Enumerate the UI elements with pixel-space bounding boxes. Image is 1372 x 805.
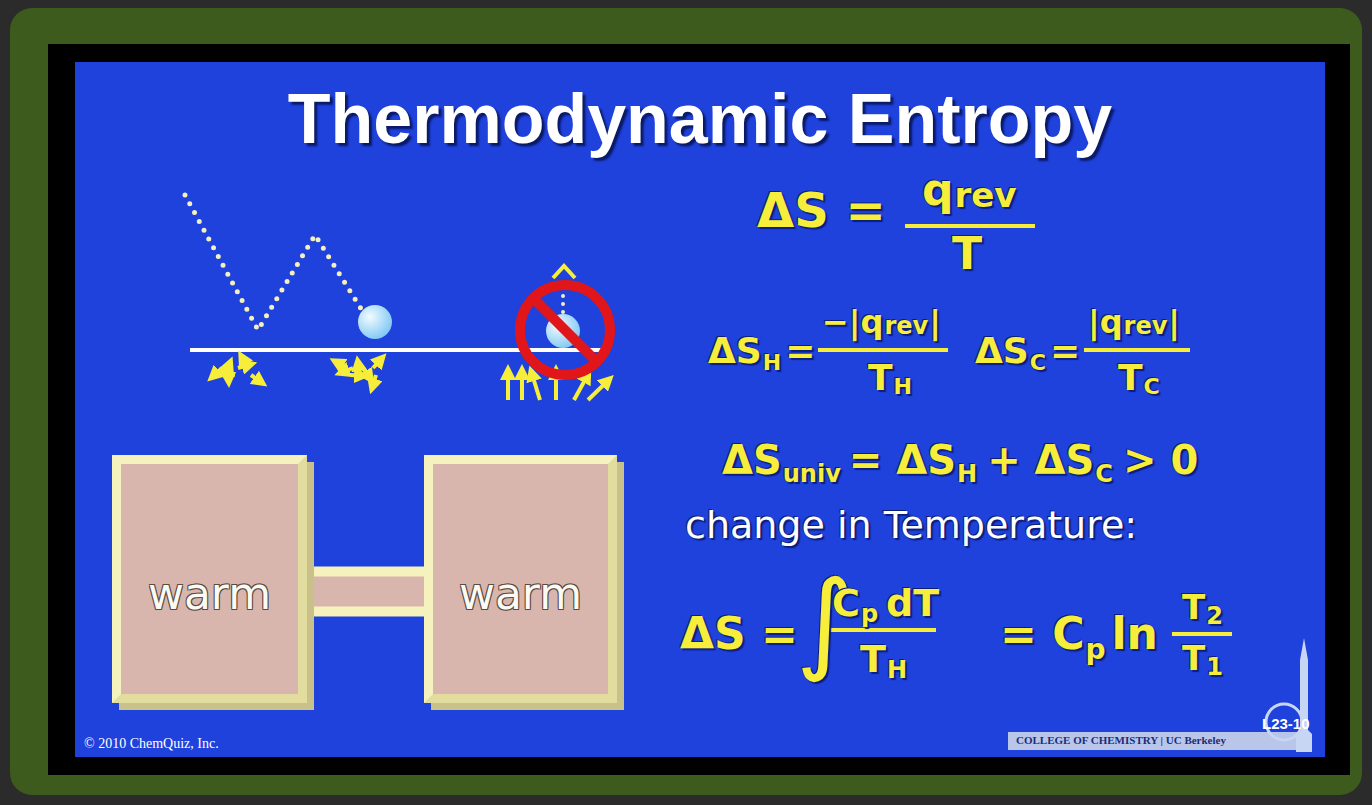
section-heading: change in Temperature: <box>685 506 1137 544</box>
reservoir-label: warm <box>148 572 271 616</box>
equation-term: = ΔS <box>849 440 956 480</box>
equation-term: −|q <box>822 306 883 338</box>
motion-arrow <box>363 368 370 378</box>
motion-arrow <box>574 375 587 400</box>
equation-term: C <box>1030 352 1046 374</box>
equation-term: H <box>957 462 977 486</box>
equation-term: C <box>832 584 860 622</box>
equation-term: H <box>894 376 912 398</box>
equation-term: rev <box>955 178 1017 212</box>
rise-arrowhead <box>553 266 575 278</box>
prohibition-slash <box>533 298 597 362</box>
equation-term: + ΔS <box>987 440 1094 480</box>
motion-arrow <box>226 368 231 380</box>
screen-border <box>48 44 1350 775</box>
equation-term: p <box>861 602 878 626</box>
equation-term: rev <box>1124 314 1168 338</box>
institution-footer: COLLEGE OF CHEMISTRY | UC Berkeley <box>1016 735 1226 746</box>
surface-line <box>190 348 605 352</box>
equation-term: q <box>922 168 954 212</box>
reservoir-label: warm <box>459 572 582 616</box>
equation-term: ΔS = <box>680 612 798 656</box>
reservoir-box: warm <box>112 455 307 703</box>
equation-term: univ <box>783 462 841 486</box>
equation-term: ΔS <box>975 333 1029 369</box>
fraction-bar <box>818 348 948 352</box>
fraction-bar <box>905 224 1035 228</box>
reservoir-box: warm <box>424 455 617 703</box>
slide-ground <box>75 62 1325 757</box>
slide-title: Thermodynamic Entropy <box>75 84 1325 154</box>
equation-term: T <box>868 360 893 396</box>
fraction-bar <box>1172 632 1232 636</box>
equation-term: = <box>785 333 815 369</box>
equation-term: | <box>1168 306 1180 338</box>
equation-term: ΔS = <box>757 186 886 234</box>
equation-term: H <box>763 352 781 374</box>
equation-term: C <box>1095 462 1113 486</box>
equation-term: = C <box>1000 612 1084 656</box>
equation-term: T <box>1182 590 1205 624</box>
footer-bar <box>1008 732 1304 750</box>
motion-arrow <box>520 372 524 400</box>
equation-term: 1 <box>1206 655 1223 679</box>
equation-term: | <box>929 306 941 338</box>
equation-term: ΔS <box>708 333 762 369</box>
prohibition-circle <box>520 285 610 375</box>
motion-arrow <box>373 359 381 368</box>
equation-term: dT <box>886 584 939 622</box>
equation-term: rev <box>884 314 928 338</box>
equation-term: T <box>952 232 982 276</box>
equation-term: C <box>1144 376 1160 398</box>
ball <box>358 305 392 339</box>
motion-arrow <box>337 362 347 368</box>
fraction-bar <box>1084 348 1190 352</box>
connecting-channel <box>303 591 428 592</box>
motion-arrow <box>251 375 261 382</box>
equation-term: T <box>860 640 886 678</box>
equation-term: ΔS <box>722 440 782 480</box>
motion-arrow <box>238 365 250 368</box>
outer-frame <box>10 8 1362 795</box>
slide-number: L23-10 <box>1262 716 1310 731</box>
thermal-motion-arrows <box>213 358 608 400</box>
motion-arrow <box>588 380 608 400</box>
equation-term: = <box>1050 333 1080 369</box>
motion-arrow <box>506 372 510 400</box>
equation-term: > 0 <box>1123 440 1198 480</box>
copyright-note: © 2010 ChemQuiz, Inc. <box>84 737 219 751</box>
motion-arrow <box>532 373 540 400</box>
equation-term: ln <box>1112 612 1158 656</box>
equation-term: p <box>1085 636 1105 664</box>
bounce-trajectory <box>185 195 365 330</box>
equation-term: T <box>1118 360 1143 396</box>
equation-term: |q <box>1088 306 1123 338</box>
equation-term: 2 <box>1206 604 1223 628</box>
motion-arrow <box>350 373 362 378</box>
motion-arrow <box>358 363 360 375</box>
equation-term: T <box>1182 641 1205 675</box>
motion-arrow <box>213 368 222 376</box>
motion-arrow <box>372 375 376 386</box>
channel-fill <box>303 576 428 606</box>
motion-arrow <box>342 368 353 372</box>
equation-term: H <box>887 658 907 682</box>
